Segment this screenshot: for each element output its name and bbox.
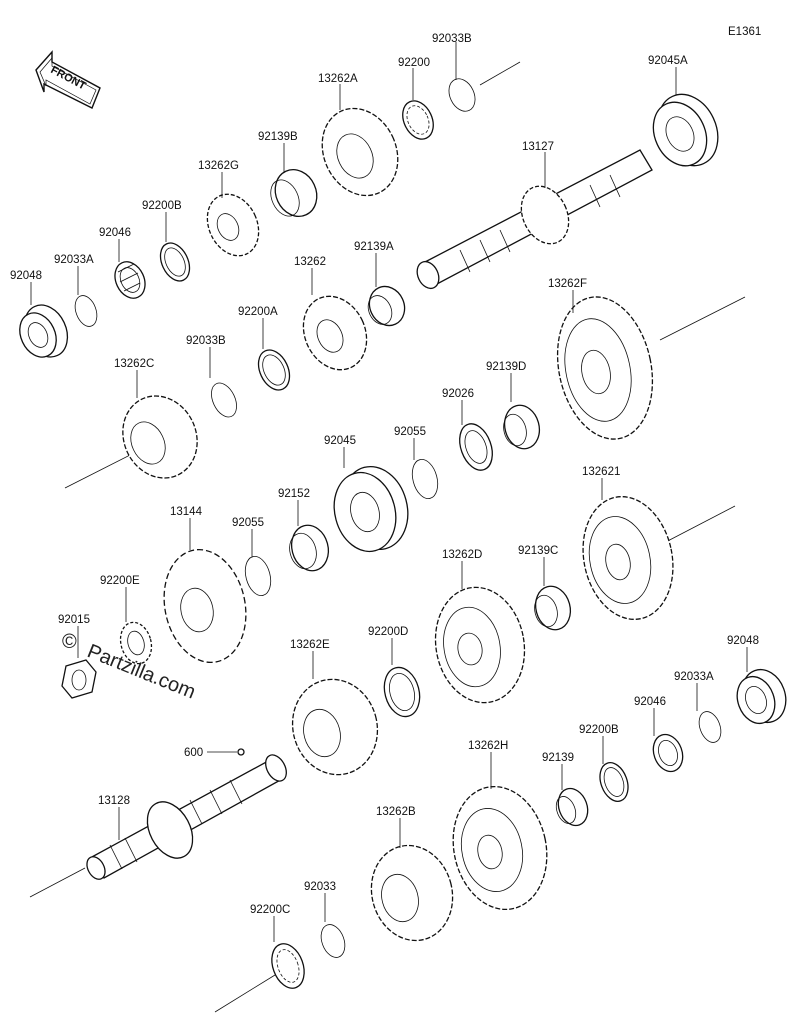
- label-132621[interactable]: 132621: [582, 466, 620, 478]
- label-13262C[interactable]: 13262C: [114, 358, 154, 370]
- part-13262D-gear[interactable]: [427, 580, 534, 710]
- part-13262E-gear[interactable]: [282, 670, 388, 784]
- part-92055-oring-top[interactable]: [408, 457, 442, 502]
- part-92139C-bushing[interactable]: [531, 582, 575, 633]
- part-92033B-circlip-mid[interactable]: [206, 379, 241, 421]
- label-13262B[interactable]: 13262B: [376, 806, 416, 818]
- label-92200D[interactable]: 92200D: [368, 626, 408, 638]
- part-600-ball[interactable]: [237, 748, 245, 756]
- part-92200B-washer-right[interactable]: [595, 759, 633, 805]
- front-arrow-icon: FRONT: [35, 50, 101, 109]
- label-92200C[interactable]: 92200C: [250, 904, 290, 916]
- label-13144[interactable]: 13144: [170, 506, 203, 518]
- label-92200B-right[interactable]: 92200B: [579, 724, 619, 736]
- label-92026[interactable]: 92026: [442, 388, 474, 400]
- part-13144-sprocket[interactable]: [154, 542, 256, 670]
- label-13262A[interactable]: 13262A: [318, 73, 358, 85]
- part-92033-circlip[interactable]: [317, 921, 349, 960]
- part-92200A-washer[interactable]: [252, 345, 295, 395]
- part-92139-bushing[interactable]: [553, 784, 593, 829]
- part-92139A-bushing[interactable]: [363, 281, 411, 332]
- part-92200D-washer[interactable]: [379, 663, 425, 720]
- part-92046-needle-bearing-right[interactable]: [648, 730, 687, 775]
- part-92200C-washer[interactable]: [266, 939, 310, 992]
- part-92045-bearing[interactable]: [326, 459, 417, 558]
- label-92139[interactable]: 92139: [542, 752, 574, 764]
- part-92026-collar[interactable]: [454, 419, 499, 474]
- label-92033B-mid[interactable]: 92033B: [186, 335, 226, 347]
- part-92045A-bearing[interactable]: [643, 85, 729, 176]
- watermark-copyright: ©: [62, 631, 77, 653]
- label-92048-left[interactable]: 92048: [10, 270, 42, 282]
- part-13262A-gear[interactable]: [308, 96, 411, 208]
- label-92048-right[interactable]: 92048: [727, 635, 759, 647]
- part-13262C-gear[interactable]: [110, 384, 211, 491]
- part-13127-countershaft[interactable]: [413, 149, 653, 292]
- label-92015[interactable]: 92015: [58, 614, 90, 626]
- part-92046-needle-bearing-left[interactable]: [109, 257, 150, 303]
- label-13262G[interactable]: 13262G: [198, 160, 239, 172]
- label-13262H[interactable]: 13262H: [468, 740, 508, 752]
- label-92046-right[interactable]: 92046: [634, 696, 666, 708]
- label-92046-left[interactable]: 92046: [99, 227, 131, 239]
- leader-lines: [30, 42, 748, 942]
- label-92200-top[interactable]: 92200: [398, 57, 430, 69]
- label-13262D[interactable]: 13262D: [442, 549, 482, 561]
- diagram-code: E1361: [728, 26, 761, 38]
- part-92200E-washer[interactable]: [116, 619, 156, 667]
- part-92139B-bushing[interactable]: [265, 163, 324, 223]
- part-92015-nut[interactable]: [61, 659, 97, 699]
- part-92048-bearing-right[interactable]: [731, 663, 793, 728]
- label-92033A-left[interactable]: 92033A: [54, 254, 94, 266]
- label-92152[interactable]: 92152: [278, 488, 310, 500]
- part-13262H-gear[interactable]: [442, 778, 558, 918]
- label-92139A[interactable]: 92139A: [354, 241, 394, 253]
- label-92139C[interactable]: 92139C: [518, 545, 558, 557]
- label-92045[interactable]: 92045: [324, 435, 356, 447]
- label-13262[interactable]: 13262: [294, 256, 326, 268]
- label-92055-low[interactable]: 92055: [232, 517, 264, 529]
- part-13262F-gear[interactable]: [545, 288, 665, 448]
- label-13262E[interactable]: 13262E: [290, 639, 330, 651]
- label-92045A[interactable]: 92045A: [648, 55, 688, 67]
- label-92033B-top[interactable]: 92033B: [432, 33, 472, 45]
- part-92200-washer-top[interactable]: [397, 96, 439, 144]
- part-132621-gear[interactable]: [572, 488, 684, 628]
- part-13262G-gear[interactable]: [198, 186, 269, 264]
- label-13128[interactable]: 13128: [98, 795, 130, 807]
- part-13262B-gear[interactable]: [361, 836, 463, 949]
- part-92033A-circlip-right[interactable]: [695, 709, 725, 746]
- part-92139D-bushing[interactable]: [500, 401, 544, 452]
- part-labels: 92033B 92200 13262A 92045A 92139B 13262G…: [10, 33, 759, 916]
- part-13262-gear[interactable]: [292, 286, 378, 380]
- part-92033A-circlip-left[interactable]: [71, 293, 101, 330]
- label-92200E[interactable]: 92200E: [100, 575, 140, 587]
- part-92048-bearing-left[interactable]: [13, 298, 76, 364]
- label-92200B-left[interactable]: 92200B: [142, 200, 182, 212]
- label-92139D[interactable]: 92139D: [486, 361, 526, 373]
- part-92152-collar[interactable]: [286, 521, 334, 575]
- label-92139B[interactable]: 92139B: [258, 131, 298, 143]
- label-92055-top[interactable]: 92055: [394, 426, 426, 438]
- label-92033A-right[interactable]: 92033A: [674, 671, 714, 683]
- label-600[interactable]: 600: [184, 747, 203, 759]
- label-13262F[interactable]: 13262F: [548, 278, 587, 290]
- label-92200A[interactable]: 92200A: [238, 306, 278, 318]
- label-92033[interactable]: 92033: [304, 881, 336, 893]
- part-92055-oring-low[interactable]: [241, 554, 275, 599]
- label-13127[interactable]: 13127: [522, 141, 554, 153]
- axis-lines: [29, 61, 746, 1013]
- part-92033B-circlip-top[interactable]: [444, 75, 480, 116]
- part-92200B-washer-left[interactable]: [155, 238, 195, 285]
- part-13128-driveshaft[interactable]: [83, 751, 290, 882]
